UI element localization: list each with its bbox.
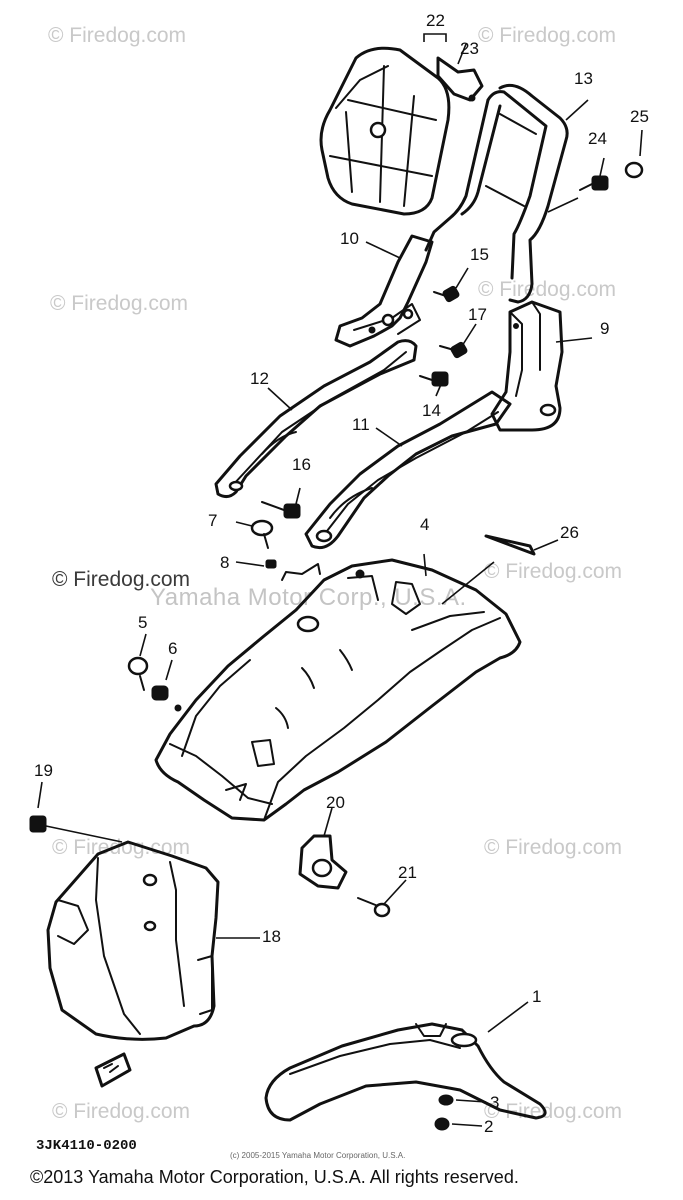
watermark: © Firedog.com <box>48 24 187 47</box>
callout-2: 2 <box>484 1117 494 1136</box>
callout-4: 4 <box>420 515 430 534</box>
bolt-part-7 <box>235 519 274 549</box>
reflector-bracket-part-20 <box>298 807 348 890</box>
nut-part-6 <box>151 659 173 701</box>
bolt-part-5 <box>127 633 149 691</box>
part-code: 3JK4110-0200 <box>36 1138 137 1154</box>
copyright-footer: ©2013 Yamaha Motor Corporation, U.S.A. A… <box>30 1167 519 1187</box>
bracket-part-23 <box>436 56 484 102</box>
inner-fender-part-18 <box>46 840 260 1041</box>
fwd-tag <box>94 1052 132 1088</box>
side-rail-part-12 <box>214 339 418 499</box>
watermark: © Firedog.com <box>478 24 617 47</box>
callout-14: 14 <box>422 401 441 420</box>
callout-26: 26 <box>560 523 579 542</box>
bolt-part-14 <box>419 371 449 397</box>
callout-23: 23 <box>460 39 479 58</box>
watermark: © Firedog.com <box>52 836 191 859</box>
decal-part-26 <box>484 534 559 556</box>
bolt-part-24 <box>579 157 609 191</box>
watermark: © Firedog.com <box>50 292 189 315</box>
watermark: © Firedog.com <box>484 1100 623 1123</box>
callout-13: 13 <box>574 69 593 88</box>
washer-part-3 <box>438 1094 487 1106</box>
bracket-part-10 <box>334 234 434 348</box>
callout-24: 24 <box>588 129 607 148</box>
bolt-part-2 <box>434 1117 483 1131</box>
callout-6: 6 <box>168 639 178 658</box>
nut-part-8 <box>235 559 321 581</box>
front-fender-part-1 <box>264 1001 547 1122</box>
callout-17: 17 <box>468 305 487 324</box>
bolt-part-17 <box>439 323 477 359</box>
side-plate-part-9 <box>490 300 593 432</box>
bolt-part-16 <box>261 487 301 519</box>
callout-18: 18 <box>262 927 281 946</box>
backrest-frame-part-13 <box>424 83 579 304</box>
callout-12: 12 <box>250 369 269 388</box>
tiny-credit: (c) 2005-2015 Yamaha Motor Corporation, … <box>230 1151 406 1160</box>
watermark: © Firedog.com <box>52 1100 191 1123</box>
callout-25: 25 <box>630 107 649 126</box>
callout-19: 19 <box>34 761 53 780</box>
callout-10: 10 <box>340 229 359 248</box>
rear-fender-part-4 <box>154 553 522 822</box>
watermark: © Firedog.com <box>478 278 617 301</box>
callout-5: 5 <box>138 613 148 632</box>
bolt-part-19 <box>29 781 123 843</box>
leader-13 <box>565 99 589 121</box>
callout-16: 16 <box>292 455 311 474</box>
side-rail-part-11 <box>304 390 512 550</box>
callout-21: 21 <box>398 863 417 882</box>
watermark-dark: © Firedog.com <box>52 568 191 591</box>
callout-15: 15 <box>470 245 489 264</box>
callout-1: 1 <box>532 987 542 1006</box>
callout-20: 20 <box>326 793 345 812</box>
callout-9: 9 <box>600 319 610 338</box>
watermark: © Firedog.com <box>484 836 623 859</box>
callout-11: 11 <box>352 415 370 434</box>
backrest-pad-part-22 <box>319 46 451 216</box>
bolt-part-15 <box>433 267 469 303</box>
callout-bracket-22 <box>423 33 447 42</box>
callout-22: 22 <box>426 11 445 30</box>
callout-8: 8 <box>220 553 230 572</box>
nut-part-25 <box>624 129 644 179</box>
watermark: © Firedog.com <box>484 560 623 583</box>
leader-23 <box>457 43 467 65</box>
callout-7: 7 <box>208 511 218 530</box>
callout-3: 3 <box>490 1093 500 1112</box>
screw-part-21 <box>357 879 407 918</box>
